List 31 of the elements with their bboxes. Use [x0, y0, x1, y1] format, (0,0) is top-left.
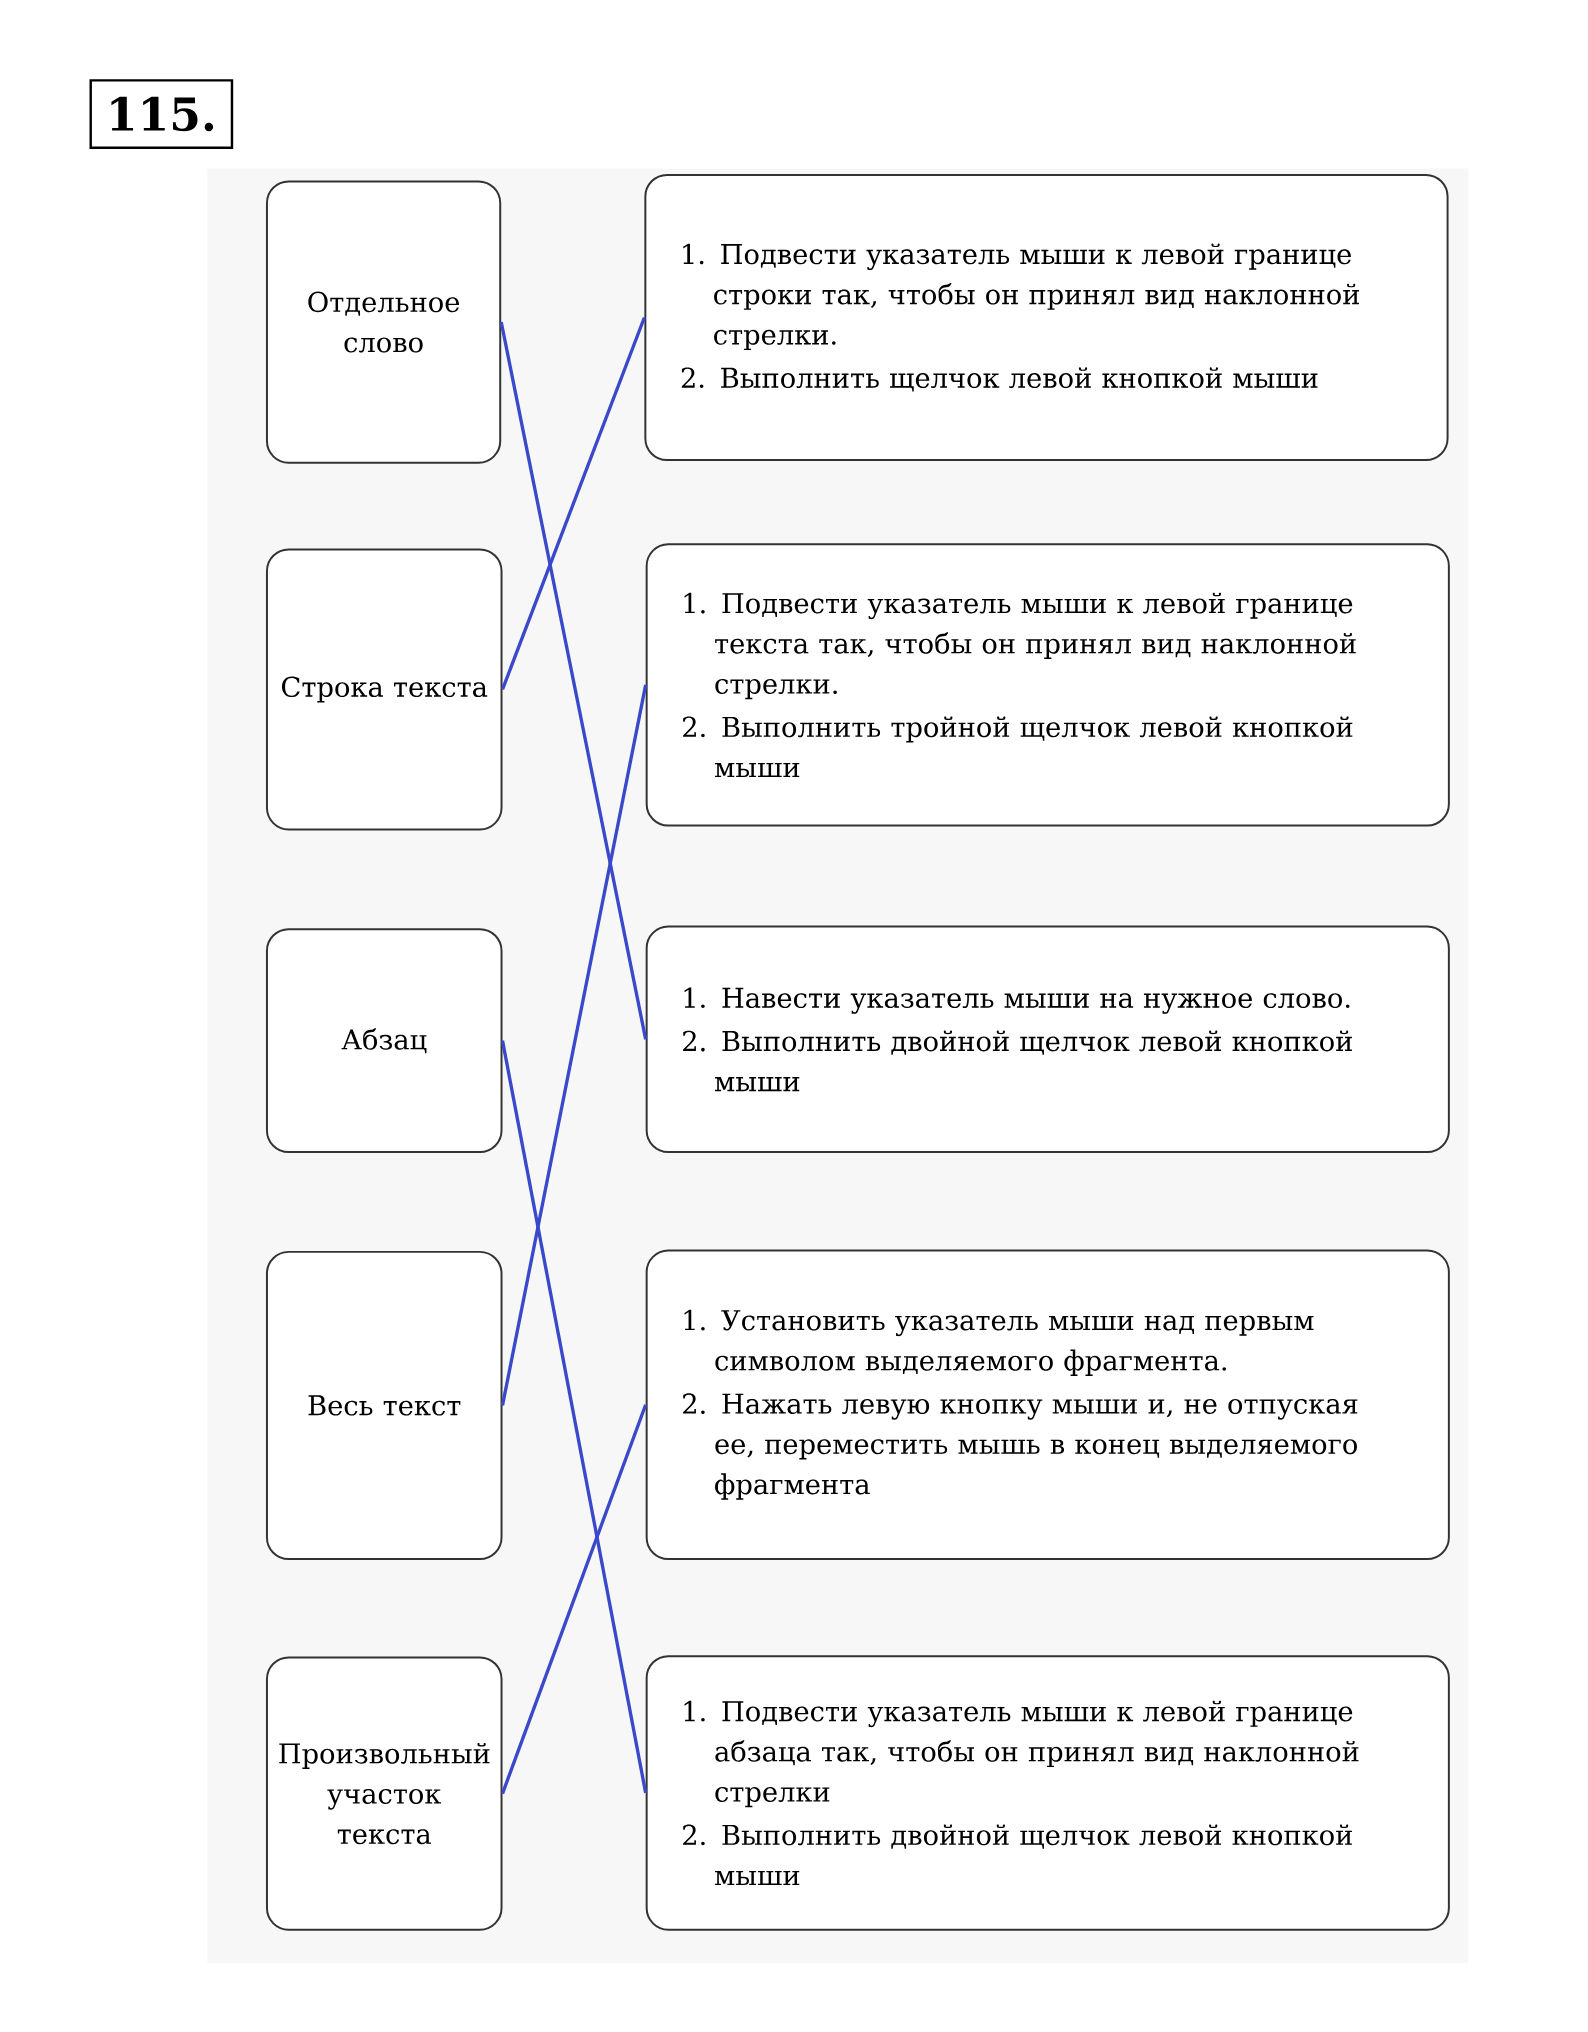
connector-line	[501, 1040, 648, 1794]
term-box	[266, 548, 503, 831]
instruction-box	[645, 1249, 1451, 1560]
connector-line	[501, 316, 647, 691]
exercise-number: 115.	[89, 79, 234, 149]
instruction-text: 2. Выполнить двойной щелчок левой кнопкой мыши	[683, 1824, 1353, 1886]
term-box	[266, 1656, 503, 1931]
item-label: Отдельное слово	[308, 291, 460, 353]
instruction-box	[645, 925, 1451, 1154]
instruction-text: 1. Навести указатель мыши на нужное слово.	[684, 987, 1350, 1014]
instruction-text: 2. Выполнить тройной щелчок левой кнопкой мыши	[683, 716, 1353, 778]
item-label: Строка текста	[282, 676, 488, 703]
item-label: Весь текст	[308, 1395, 461, 1416]
instruction-text: 1. Подвести указатель мыши к левой границе строки так, чтобы он принял вид наклонной стрелки.	[683, 243, 1360, 351]
term-box	[266, 928, 503, 1154]
term-box	[266, 180, 502, 464]
instruction-box	[645, 543, 1451, 827]
instruction-text: 2. Нажать левую кнопку мыши и, не отпуская ее, переместить мышь в конец выделяемого фрагмента	[683, 1393, 1358, 1500]
item-label: Произвольный участок текста	[279, 1742, 490, 1845]
item-label: Абзац	[341, 1028, 427, 1054]
connector-line	[501, 684, 648, 1406]
instruction-text: 1. Подвести указатель мыши к левой границе абзаца так, чтобы он принял вид наклонной стрелки	[684, 1700, 1359, 1808]
instruction-box	[645, 1655, 1451, 1931]
instruction-text: 2. Выполнить двойной щелчок левой кнопкой мыши	[683, 1030, 1353, 1092]
instruction-text: 1. Подвести указатель мыши к левой границе текста так, чтобы он принял вид наклонной стрелки.	[684, 592, 1356, 700]
term-box	[266, 1250, 503, 1560]
instruction-text: 1. Установить указатель мыши над первым символом выделяемого фрагмента.	[684, 1309, 1314, 1377]
instruction-box	[644, 173, 1449, 462]
instruction-text: 2. Выполнить щелчок левой кнопкой мыши	[682, 367, 1318, 392]
connector-line	[499, 321, 648, 1040]
connector-line	[501, 1404, 648, 1795]
